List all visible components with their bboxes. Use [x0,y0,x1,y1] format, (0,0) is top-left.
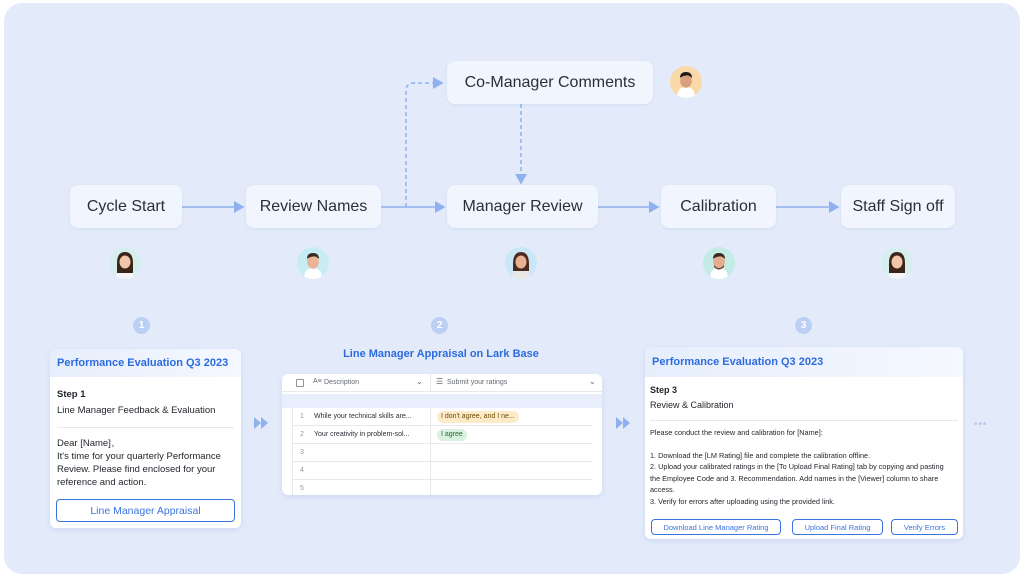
text-field-icon: A≡ [313,378,322,385]
card1-body-line2: Review. Please find enclosed for your [57,464,216,475]
chevron-base-to-card3 [616,417,630,429]
column-description[interactable]: Description [324,379,360,386]
upload-final-rating-button[interactable]: Upload Final Rating [792,519,883,535]
card3-intro: Please conduct the review and calibratio… [650,428,823,437]
email-card-step1: Performance Evaluation Q3 2023 Step 1 Li… [50,349,241,528]
table-row[interactable]: 2 Your creativity in problem-sol... I ag… [292,426,592,444]
node-manager-review[interactable]: Manager Review [447,185,598,228]
card1-body-line3: reference and action. [57,477,147,488]
node-calibration[interactable]: Calibration [661,185,776,228]
email-card-step3: Performance Evaluation Q3 2023 Step 3 Re… [645,347,963,539]
more-steps-indicator: ••• [974,419,988,430]
step-badge-1: 1 [133,317,150,334]
card3-line5: 3. Verify for errors after uploading usi… [650,496,835,506]
base-title: Line Manager Appraisal on Lark Base [343,348,539,360]
chevron-down-icon[interactable]: ⌄ [589,377,596,386]
card3-divider [650,420,958,421]
card1-step: Step 1 [57,389,86,400]
table-header: A≡ Description ⌄ ☰ Submit your ratings ⌄ [282,374,602,392]
card1-greeting: Dear [Name] , [57,438,115,449]
avatar-woman-3 [881,247,913,279]
step-badge-2: 2 [431,317,448,334]
node-review-names[interactable]: Review Names [246,185,381,228]
column-divider [430,374,431,392]
verify-errors-button[interactable]: Verify Errors [891,519,958,535]
table-row[interactable]: 3 [292,444,592,462]
avatar-man-1 [297,247,329,279]
avatar-man-3 [703,247,735,279]
download-line-manager-rating-button[interactable]: Download Line Manager Rating [651,519,781,535]
table-row[interactable]: 4 [292,462,592,480]
card3-line3: the Employee Code and 3. Recommendation.… [650,473,939,483]
card3-line4: access. [650,485,675,494]
card3-line2: 2. Upload your calibrated ratings in the… [650,462,944,471]
avatar-man-2 [670,66,702,98]
rating-tag: I don't agree, and I ne... [437,411,519,423]
card1-body-line1: It's time for your quarterly Performance [57,451,221,462]
table-row[interactable]: 1 While your technical skills are... I d… [292,408,592,426]
chevron-down-icon[interactable]: ⌄ [416,377,423,386]
line-manager-appraisal-button[interactable]: Line Manager Appraisal [56,499,235,522]
table-col-divider [430,408,431,495]
avatar-woman [109,247,141,279]
node-staff-sign-off[interactable]: Staff Sign off [841,185,955,228]
list-icon: ☰ [436,377,444,386]
node-co-manager-comments[interactable]: Co-Manager Comments [447,61,653,104]
step-badge-3: 3 [795,317,812,334]
column-submit-ratings[interactable]: Submit your ratings [447,379,508,386]
card3-line1: 1. Download the [LM Rating] file and com… [650,450,871,460]
table-row[interactable]: 5 [300,485,304,492]
card3-subtitle: Review & Calibration [650,400,734,410]
card3-title: Performance Evaluation Q3 2023 [645,347,963,377]
card3-step: Step 3 [650,385,678,395]
card1-title: Performance Evaluation Q3 2023 [50,349,241,377]
avatar-woman-2 [505,247,537,279]
arrow-review-to-comanager [405,77,444,207]
rating-tag: I agree [437,429,467,441]
table-left-border [292,408,293,495]
select-all-checkbox[interactable] [296,379,304,387]
table-body: 1 While your technical skills are... I d… [282,408,602,495]
node-cycle-start[interactable]: Cycle Start [70,185,182,228]
card1-subtitle: Line Manager Feedback & Evaluation [57,405,216,416]
card1-divider [57,427,234,428]
workflow-canvas: Cycle Start Review Names Co-Manager Comm… [4,3,1020,574]
flow-connectors [182,77,840,429]
table-band [282,394,602,408]
lark-base-table: A≡ Description ⌄ ☰ Submit your ratings ⌄… [282,374,602,495]
chevron-card1-to-base [254,417,268,429]
